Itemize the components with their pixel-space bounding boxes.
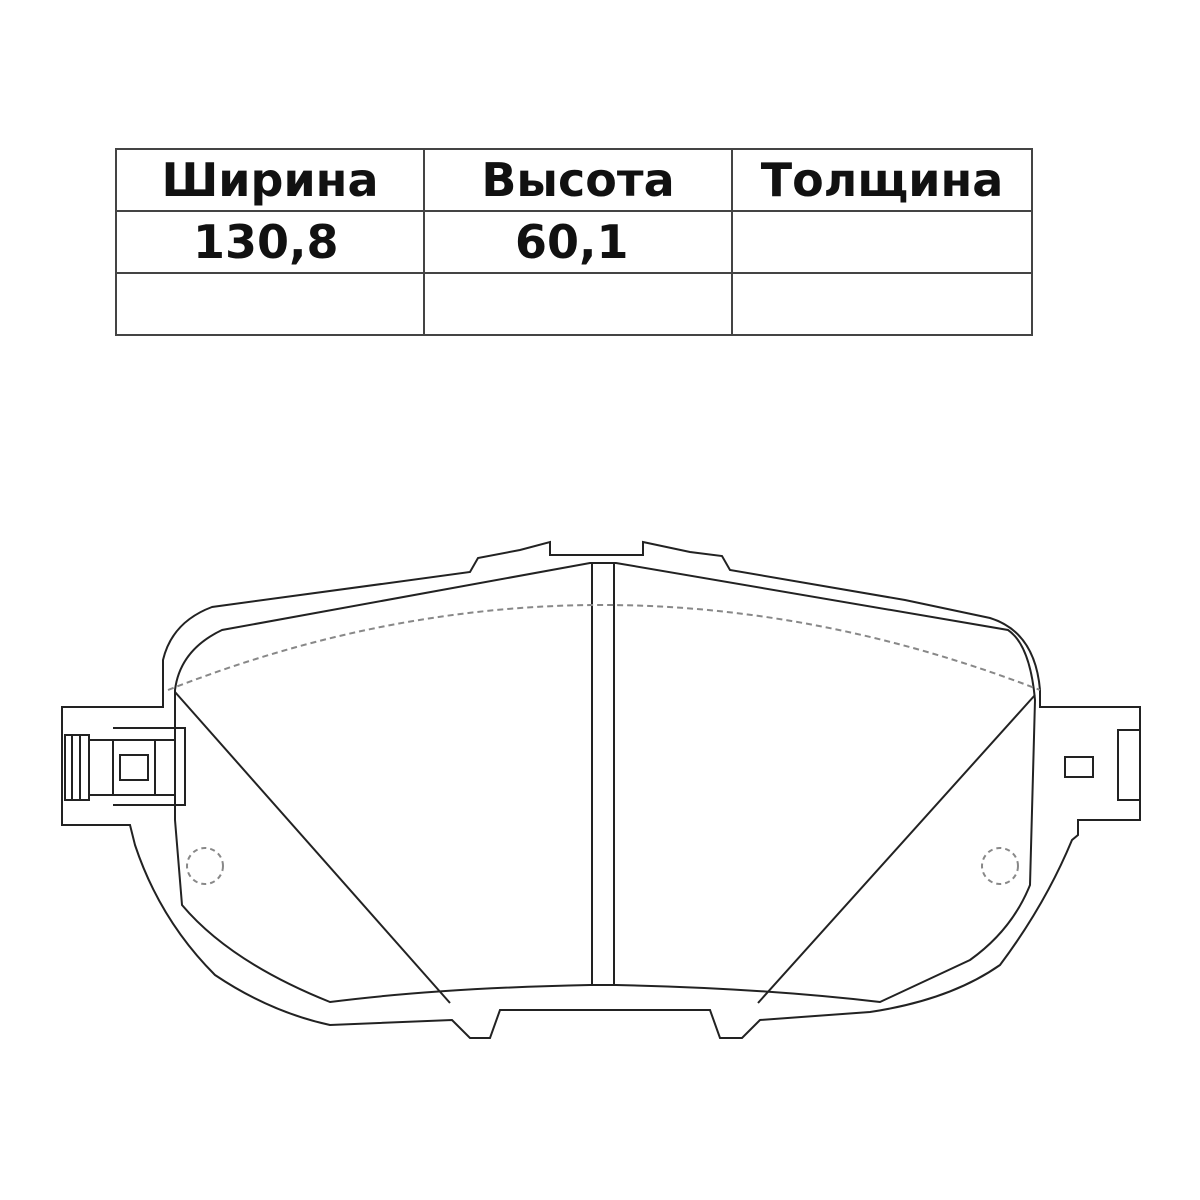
table-row: 130,8 60,1 [115, 210, 1033, 274]
cell-empty [423, 272, 733, 336]
header-thickness: Толщина [731, 148, 1033, 212]
cell-empty [731, 272, 1033, 336]
cell-width-value: 130,8 [115, 210, 425, 274]
friction-material-outline [174, 562, 1037, 1004]
hole-left-dashed [186, 847, 224, 885]
chamfer-line-left [174, 691, 451, 1004]
backing-plate-outline [61, 540, 1141, 1039]
chamfer-line-right [757, 694, 1036, 1004]
cell-thickness-value [731, 210, 1033, 274]
table-header-row: Ширина Высота Толщина [115, 148, 1033, 212]
cell-height-value: 60,1 [423, 210, 733, 274]
header-height: Высота [423, 148, 733, 212]
wear-indicator-clip [64, 727, 186, 806]
right-tab-slot [1064, 756, 1094, 778]
dimensions-table: Ширина Высота Толщина 130,8 60,1 [115, 148, 1033, 336]
wear-limit-dashed-arc [167, 604, 1041, 691]
header-width: Ширина [115, 148, 425, 212]
cell-empty [115, 272, 425, 336]
hole-right-dashed [981, 847, 1019, 885]
right-tab-notch [1117, 729, 1140, 801]
table-row [115, 272, 1033, 336]
